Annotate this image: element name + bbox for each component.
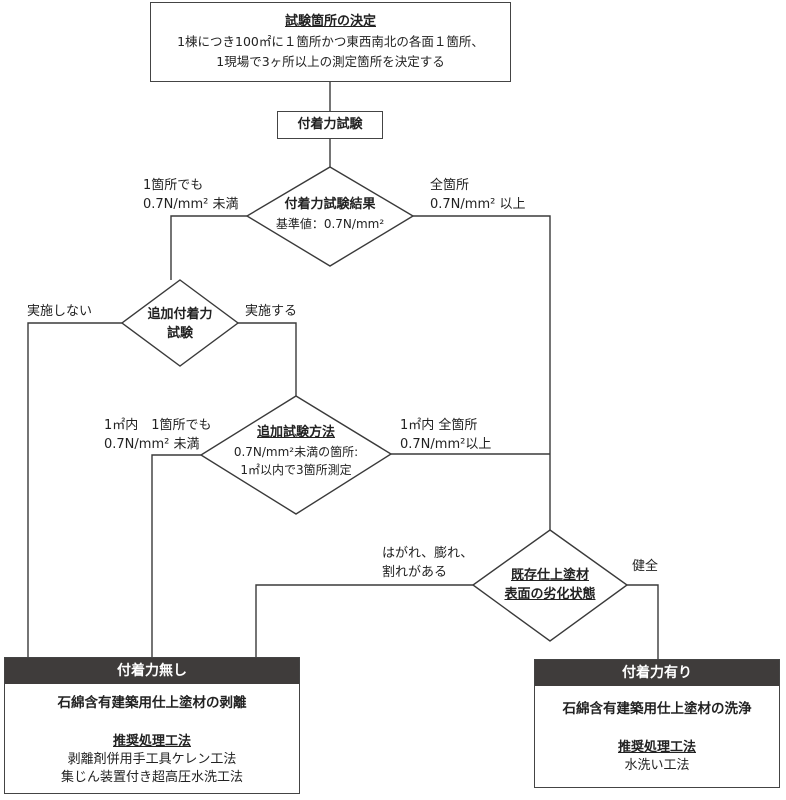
result-adhesion-method-1: 水洗い工法 [624, 758, 690, 773]
decision3-title: 追加試験方法 [256, 425, 335, 440]
result-adhesion-header: 付着力有り [535, 660, 779, 686]
start-box-title: 試験箇所の決定 [284, 14, 376, 29]
decision1-criteria: 基準値：0.7N/mm² [275, 217, 385, 231]
result-adhesion-box: 付着力有り 石綿含有建築用仕上塗材の洗浄 推奨処理工法 水洗い工法 [534, 659, 780, 788]
decision2-title-2: 試験 [166, 326, 193, 341]
decision1-right-label-2: 0.7N/mm² 以上 [430, 197, 526, 212]
result-no-adhesion-method-title: 推奨処理工法 [112, 734, 191, 749]
connector-decision3-left [151, 454, 201, 658]
decision2-left-label: 実施しない [27, 304, 93, 319]
decision4-left-label-1: はがれ、膨れ、 [382, 546, 474, 561]
decision4-diamond [471, 529, 629, 642]
decision2-right-label: 実施する [245, 304, 298, 319]
decision1-diamond [245, 166, 415, 267]
start-box-line1: 1棟につき100㎡に１箇所かつ東西南北の各面１箇所、 [177, 34, 484, 49]
connector-decision1-left [170, 215, 247, 280]
connector-decision4-left [255, 584, 473, 658]
decision3-diamond [199, 395, 393, 515]
result-no-adhesion-method-1: 剥離剤併用手工具ケレン工法 [67, 752, 237, 767]
decision3-right-label-2: 0.7N/mm²以上 [400, 437, 492, 452]
decision3-right-label-1: 1㎡内 全箇所 [400, 418, 478, 433]
adhesion-test-box: 付着力試験 [277, 111, 383, 139]
decision4-right-label: 健全 [632, 559, 659, 574]
connector-decision2-right [238, 322, 297, 396]
result-no-adhesion-method-2: 集じん装置付き超高圧水洗工法 [60, 770, 243, 785]
result-no-adhesion-box: 付着力無し 石綿含有建築用仕上塗材の剥離 推奨処理工法 剥離剤併用手工具ケレン工… [4, 657, 300, 794]
adhesion-test-label: 付着力試験 [297, 117, 363, 132]
decision4-left-label-2: 割れがある [382, 565, 448, 580]
decision4-title-1: 既存仕上塗材 [510, 568, 589, 583]
decision3-left-label-2: 0.7N/mm² 未満 [104, 437, 200, 452]
decision2-diamond [120, 279, 240, 367]
connector-decision4-right [627, 584, 659, 659]
connector-decision2-left [27, 322, 122, 658]
result-no-adhesion-action: 石綿含有建築用仕上塗材の剥離 [57, 695, 247, 711]
connector-decision1-right [413, 215, 551, 530]
decision1-right-label-1: 全箇所 [430, 178, 470, 193]
decision4-title-2: 表面の劣化状態 [504, 587, 596, 602]
start-box-line2: 1現場で3ヶ所以上の測定箇所を決定する [216, 54, 445, 69]
result-no-adhesion-header: 付着力無し [5, 658, 299, 684]
result-adhesion-action: 石綿含有建築用仕上塗材の洗浄 [562, 701, 752, 717]
decision1-left-label-2: 0.7N/mm² 未満 [143, 197, 239, 212]
start-box-frame: 試験箇所の決定 1棟につき100㎡に１箇所かつ東西南北の各面１箇所、 1現場で3… [150, 2, 511, 82]
decision1-left-label-1: 1箇所でも [143, 178, 204, 193]
decision3-line2: 0.7N/mm²未満の箇所: [233, 445, 359, 459]
result-adhesion-method-title: 推奨処理工法 [617, 740, 696, 755]
decision3-line3: 1㎡以内で3箇所測定 [240, 463, 352, 477]
decision1-title: 付着力試験結果 [284, 197, 376, 212]
decision2-title-1: 追加付着力 [147, 307, 213, 322]
decision3-left-label-1: 1㎡内 1箇所でも [104, 418, 212, 433]
